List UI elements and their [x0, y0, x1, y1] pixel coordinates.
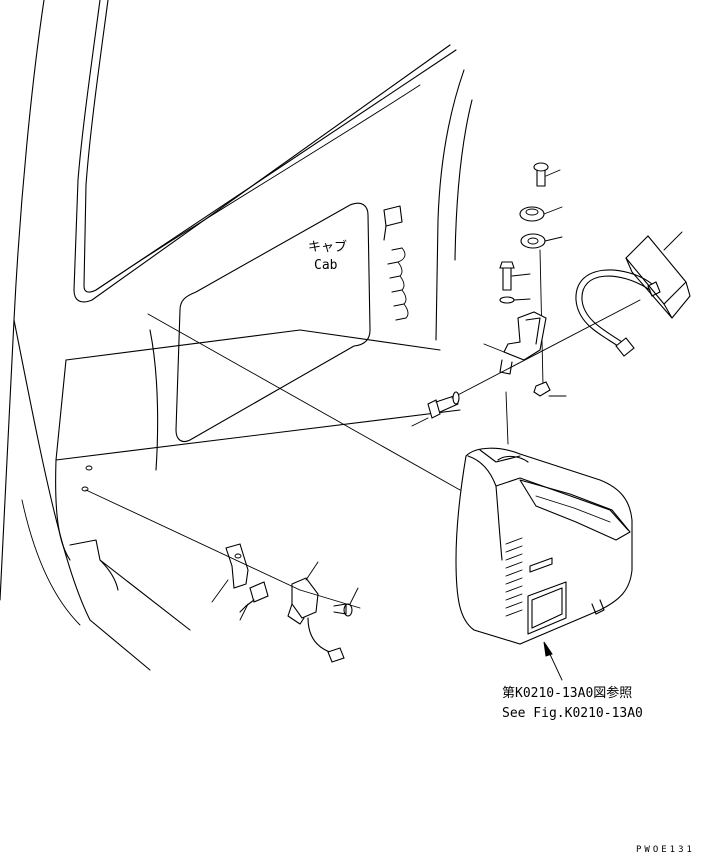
relay-parts: [85, 489, 361, 663]
drawing-code: PWOE131: [636, 845, 695, 855]
bolt-set: [499, 261, 531, 304]
cab-label-jp: キャブ: [308, 239, 347, 255]
reference-label-en: See Fig.K0210-13A0: [502, 706, 643, 721]
side-bolt: [411, 391, 460, 427]
console-cover: [147, 313, 633, 645]
cab-label-en: Cab: [314, 258, 338, 273]
arrow-up-left-icon: [543, 641, 563, 681]
mount-hardware: [519, 162, 567, 397]
cab-outline: [0, 0, 473, 671]
bracket-stay: [451, 299, 641, 399]
panel-clips: [383, 205, 409, 321]
reference-label-jp: 第K0210-13A0図参照: [502, 685, 632, 701]
light-unit: [575, 231, 691, 357]
